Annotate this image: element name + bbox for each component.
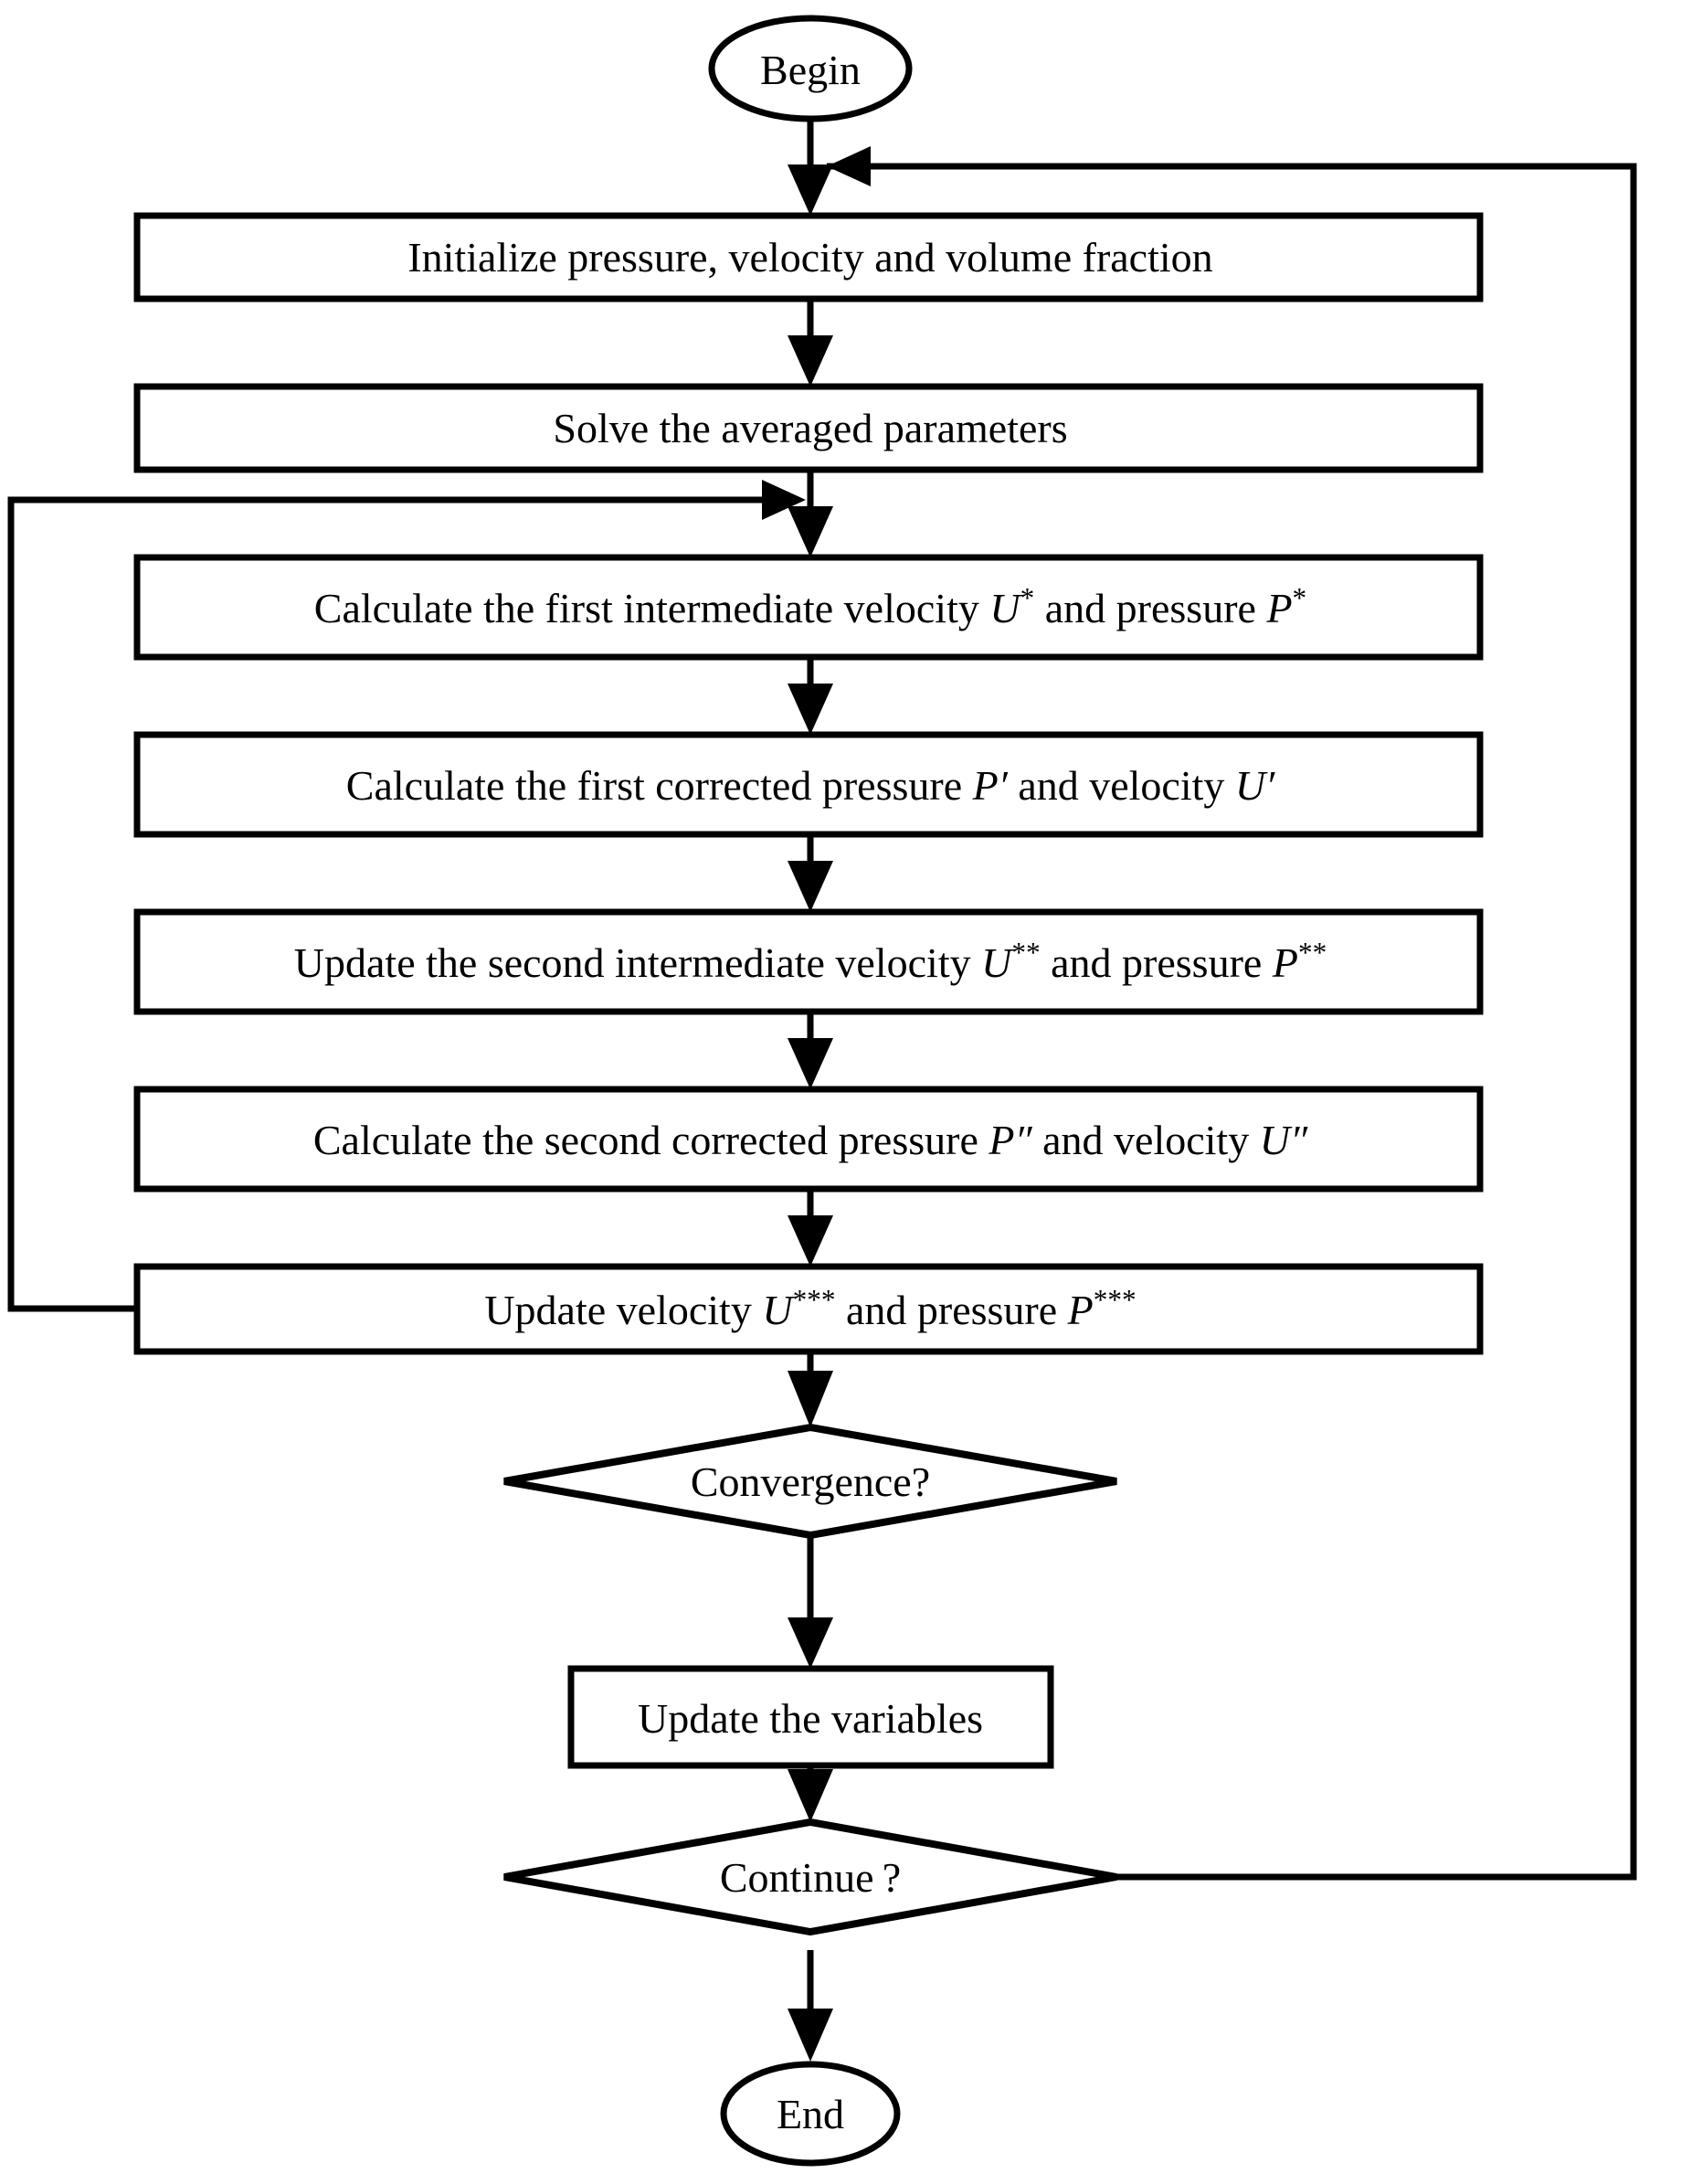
edge-convergence-to-update-variables bbox=[788, 1535, 833, 1669]
node-second-corrected[interactable]: Calculate the second corrected pressure … bbox=[133, 1086, 1484, 1193]
arrowhead-down bbox=[788, 861, 833, 912]
arrowhead-down bbox=[788, 1617, 833, 1669]
node-continue[interactable]: Continue ? bbox=[503, 1818, 1117, 1936]
edge-continue-to-end bbox=[788, 1950, 833, 2062]
fc-var-p: P′ bbox=[972, 762, 1009, 809]
uv-var-p: P bbox=[1067, 1287, 1094, 1333]
arrowhead-down bbox=[788, 506, 833, 557]
uv-sup-p: *** bbox=[1094, 1284, 1137, 1316]
continue-label: Continue ? bbox=[720, 1854, 901, 1901]
initialize-box-shape bbox=[133, 212, 1484, 302]
continue-diamond-shape bbox=[503, 1818, 1117, 1936]
solve-averaged-label: Solve the averaged parameters bbox=[553, 405, 1067, 451]
second-intermediate-label: Update the second intermediate velocity … bbox=[294, 937, 1327, 986]
fc-text-a: Calculate the first corrected pressure bbox=[346, 762, 973, 809]
fi-var-u: U bbox=[989, 585, 1022, 631]
edge-first-intermediate-to-first-corrected bbox=[788, 657, 833, 735]
update-variables-label: Update the variables bbox=[638, 1695, 983, 1742]
sc-text-a: Calculate the second corrected pressure bbox=[313, 1117, 989, 1163]
fc-var-u: U′ bbox=[1235, 762, 1275, 809]
fi-text-b: and pressure bbox=[1034, 585, 1266, 631]
uv-text-a: Update velocity bbox=[484, 1287, 762, 1333]
arrowhead-down bbox=[788, 2009, 833, 2062]
first-corrected-box-shape bbox=[133, 731, 1484, 838]
edge-solve-to-first-intermediate bbox=[788, 470, 833, 557]
edge-second-corrected-to-update-velocity bbox=[788, 1189, 833, 1267]
update-velocity-label: Update velocity U*** and pressure P*** bbox=[484, 1284, 1136, 1333]
node-update-variables[interactable]: Update the variables bbox=[567, 1665, 1054, 1769]
arrowhead-down bbox=[788, 684, 833, 735]
begin-label: Begin bbox=[760, 47, 861, 93]
arrowhead-left bbox=[827, 146, 871, 186]
si-text-a: Update the second intermediate velocity bbox=[294, 939, 981, 986]
fi-sup-p: * bbox=[1293, 582, 1307, 614]
arrowhead-down bbox=[788, 1371, 833, 1427]
edge-update-variables-to-continue bbox=[788, 1765, 833, 1822]
initialize-label: Initialize pressure, velocity and volume… bbox=[407, 234, 1212, 281]
edge-layer bbox=[7, 101, 1637, 2062]
end-oval-shape bbox=[720, 2061, 901, 2167]
update-velocity-box-shape bbox=[133, 1263, 1484, 1355]
uv-text-b: and pressure bbox=[835, 1287, 1067, 1333]
arrowhead-right bbox=[762, 480, 806, 520]
fi-var-p: P bbox=[1265, 585, 1292, 631]
convergence-diamond-shape bbox=[503, 1423, 1117, 1540]
si-var-p: P bbox=[1272, 939, 1298, 986]
node-second-intermediate[interactable]: Update the second intermediate velocity … bbox=[133, 908, 1484, 1015]
si-text-b: and pressure bbox=[1041, 939, 1273, 986]
edge-initialize-to-solve bbox=[788, 299, 833, 387]
si-sup-p: ** bbox=[1298, 937, 1327, 969]
edge-continue-to-initialize bbox=[827, 146, 1637, 1881]
edge-update-velocity-to-first-intermediate bbox=[7, 480, 806, 1312]
sc-var-p: P″ bbox=[988, 1117, 1032, 1163]
uv-sup-u: *** bbox=[793, 1284, 836, 1316]
arrowhead-down bbox=[788, 164, 833, 216]
arrowhead-down bbox=[788, 335, 833, 387]
node-end[interactable]: End bbox=[720, 2061, 901, 2167]
second-intermediate-box-shape bbox=[133, 908, 1484, 1015]
first-intermediate-box-shape bbox=[133, 554, 1484, 661]
sc-text-b: and velocity bbox=[1032, 1117, 1260, 1163]
edge-update-velocity-to-convergence bbox=[788, 1352, 833, 1427]
si-sup-u: ** bbox=[1011, 937, 1040, 969]
node-initialize[interactable]: Initialize pressure, velocity and volume… bbox=[133, 212, 1484, 302]
second-corrected-box-shape bbox=[133, 1086, 1484, 1193]
sc-var-u: U″ bbox=[1260, 1117, 1308, 1163]
first-intermediate-label: Calculate the first intermediate velocit… bbox=[314, 582, 1306, 631]
convergence-label: Convergence? bbox=[691, 1458, 930, 1505]
uv-var-u: U bbox=[762, 1287, 795, 1333]
fc-text-b: and velocity bbox=[1008, 762, 1235, 809]
first-corrected-label: Calculate the first corrected pressure P… bbox=[346, 762, 1275, 809]
solve-averaged-box-shape bbox=[133, 383, 1484, 473]
arrowhead-down bbox=[788, 1769, 833, 1822]
edge-first-corrected-to-second-intermediate bbox=[788, 834, 833, 912]
arrowhead-down bbox=[788, 1038, 833, 1089]
update-variables-box-shape bbox=[567, 1665, 1054, 1769]
begin-oval-shape bbox=[708, 15, 913, 122]
second-corrected-label: Calculate the second corrected pressure … bbox=[313, 1117, 1308, 1163]
node-solve-averaged[interactable]: Solve the averaged parameters bbox=[133, 383, 1484, 473]
fi-text-a: Calculate the first intermediate velocit… bbox=[314, 585, 990, 631]
end-label: End bbox=[777, 2091, 844, 2137]
node-first-corrected[interactable]: Calculate the first corrected pressure P… bbox=[133, 731, 1484, 838]
node-first-intermediate[interactable]: Calculate the first intermediate velocit… bbox=[133, 554, 1484, 661]
edge-second-intermediate-to-second-corrected bbox=[788, 1012, 833, 1089]
fi-sup-u: * bbox=[1020, 582, 1035, 614]
node-begin[interactable]: Begin bbox=[708, 15, 913, 122]
si-var-u: U bbox=[981, 939, 1014, 986]
node-convergence[interactable]: Convergence? bbox=[503, 1423, 1117, 1540]
node-update-velocity[interactable]: Update velocity U*** and pressure P*** bbox=[133, 1263, 1484, 1355]
arrowhead-down bbox=[788, 1215, 833, 1267]
